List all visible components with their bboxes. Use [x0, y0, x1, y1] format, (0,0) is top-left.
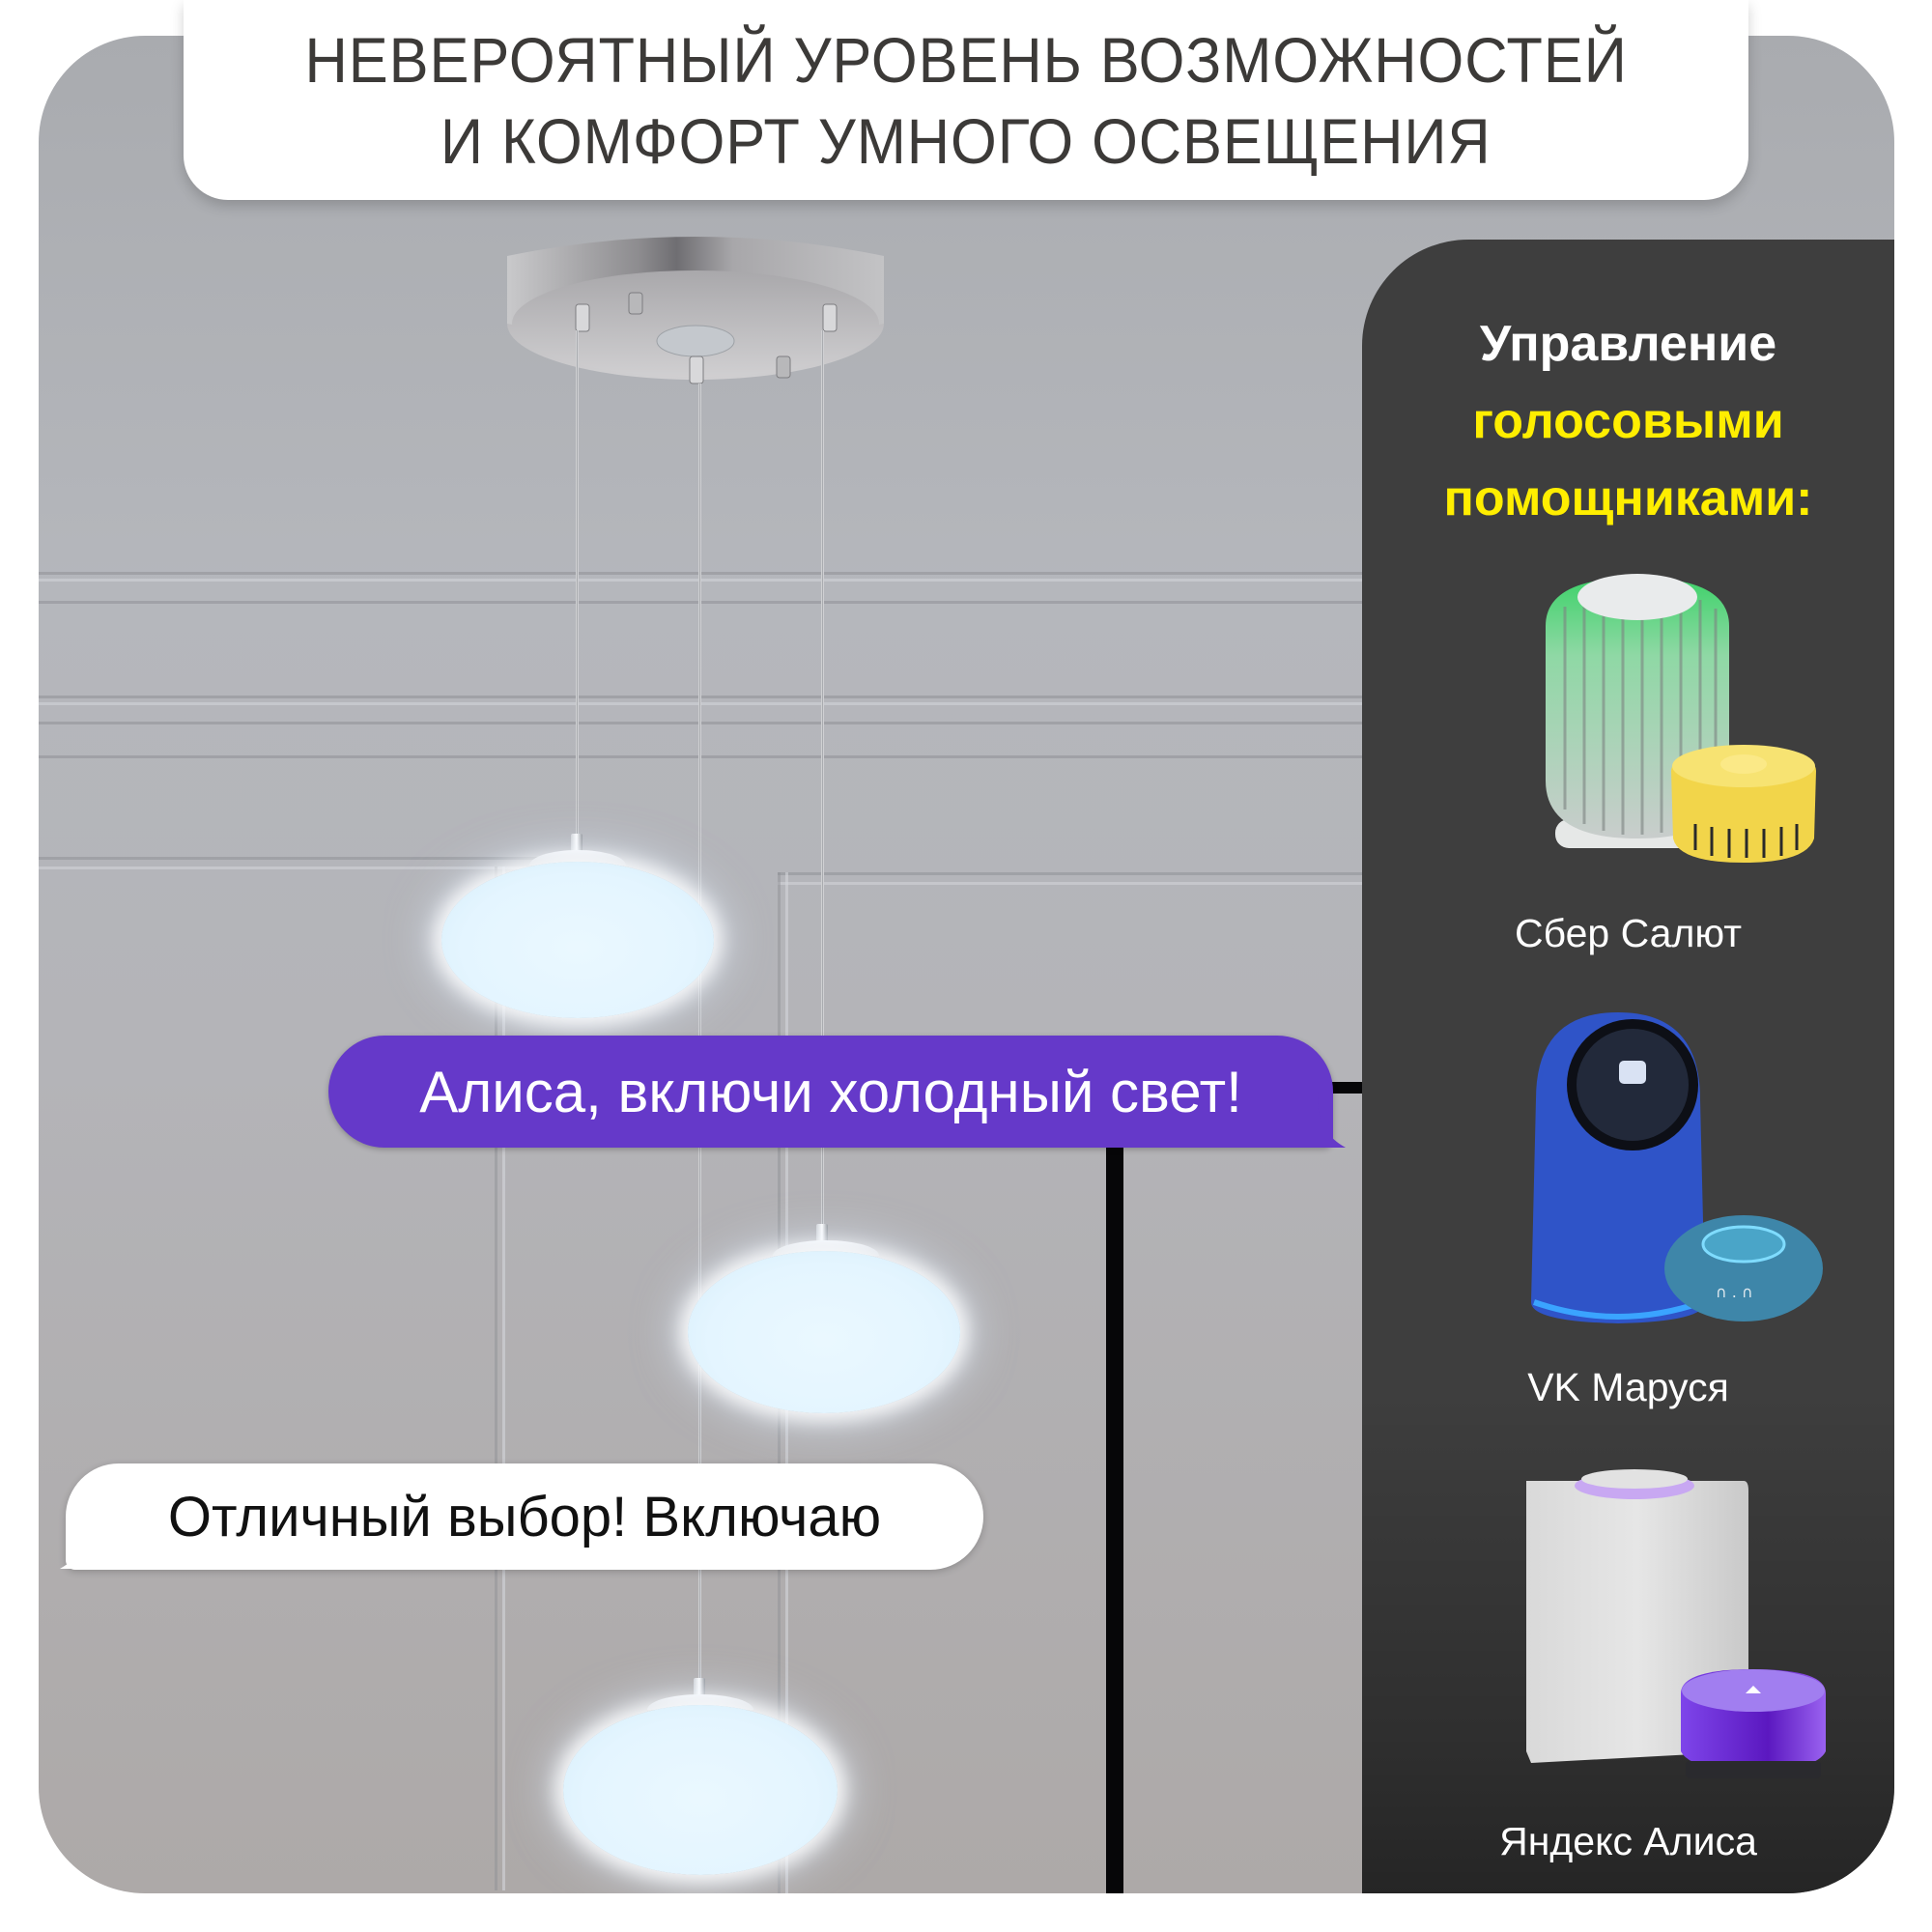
- wall-molding: [39, 696, 1391, 698]
- pendant-lamp-1: [441, 862, 714, 1018]
- pendant-lamp-2: [688, 1251, 960, 1413]
- voice-assistants-panel: Управление голосовыми помощниками: Сбер …: [1362, 240, 1894, 1893]
- assistant-reply-bubble: Отличный выбор! Включаю: [66, 1463, 983, 1570]
- user-message-text: Алиса, включи холодный свет!: [419, 1059, 1242, 1124]
- page-title-line-1: НЕВЕРОЯТНЫЙ УРОВЕНЬ ВОЗМОЖНОСТЕЙ: [304, 23, 1628, 96]
- yandex-alice-speaker-icon: [1526, 1469, 1826, 1778]
- lamp-cap: [529, 850, 626, 866]
- page-title-box: НЕВЕРОЯТНЫЙ УРОВЕНЬ ВОЗМОЖНОСТЕЙ И КОМФО…: [184, 0, 1748, 200]
- panel-title: Управление: [1479, 316, 1777, 372]
- panel-frame-top: [39, 867, 541, 869]
- wall-molding: [39, 755, 1391, 758]
- panel-title-highlight: помощниками:: [1443, 470, 1813, 526]
- vk-marusya-speaker-icon: ∩ . ∩: [1531, 1012, 1823, 1323]
- pendant-cable: [821, 330, 824, 1258]
- ceiling-canopy: [507, 237, 884, 384]
- page-title-line-2: И КОМФОРТ УМНОГО ОСВЕЩЕНИЯ: [440, 104, 1492, 177]
- panel-frame-side: [495, 867, 497, 1890]
- wall-molding: [39, 601, 1391, 604]
- device-label-sber: Сбер Салют: [1514, 911, 1743, 955]
- wall-molding: [39, 722, 1391, 724]
- wall-molding: [39, 579, 1391, 582]
- wall-molding: [39, 572, 1391, 575]
- device-label-yandex: Яндекс Алиса: [1499, 1819, 1757, 1863]
- panel-title-highlight: голосовыми: [1472, 393, 1784, 449]
- sber-salute-speaker-icon: [1546, 574, 1816, 863]
- pendant-cable: [576, 330, 579, 857]
- bubble-tail-icon: [1309, 1092, 1346, 1148]
- panel-frame-top: [39, 857, 541, 860]
- panel-frame-side: [502, 867, 505, 1890]
- wall-molding: [39, 702, 1391, 705]
- panel-frame-top: [778, 872, 1396, 875]
- panel-frame-top: [778, 882, 1396, 885]
- device-label-vk: VK Маруся: [1527, 1365, 1729, 1409]
- door-frame-edge: [1106, 1116, 1123, 1893]
- assistant-reply-text: Отличный выбор! Включаю: [167, 1485, 882, 1548]
- user-voice-command-bubble: Алиса, включи холодный свет!: [328, 1036, 1333, 1148]
- pendant-lamp-3: [563, 1705, 838, 1875]
- bubble-tail-icon: [60, 1517, 97, 1569]
- svg-text:∩ . ∩: ∩ . ∩: [1716, 1283, 1753, 1301]
